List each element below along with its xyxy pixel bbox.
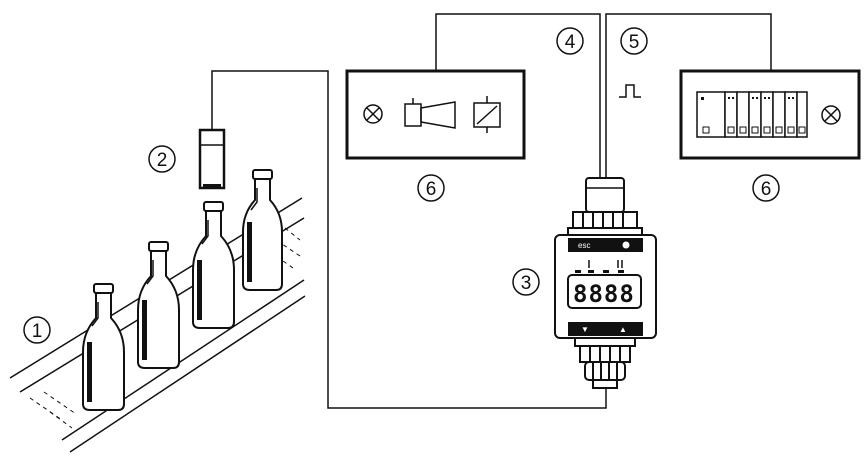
callout-5: 5 xyxy=(620,27,648,55)
callout-2: 2 xyxy=(148,145,176,173)
callout-6-right: 6 xyxy=(752,174,780,202)
lamp-icon xyxy=(363,104,383,124)
sensor-display-device: esc 8888 ▼ ▲ xyxy=(554,177,657,389)
callout-1: 1 xyxy=(23,316,51,344)
svg-text:4: 4 xyxy=(565,32,576,53)
callout-4: 4 xyxy=(556,27,584,55)
pulse-signal-icon xyxy=(619,84,641,98)
svg-text:5: 5 xyxy=(629,32,640,53)
status-indicators xyxy=(575,260,624,273)
lcd-display xyxy=(567,274,642,309)
lamp-icon xyxy=(821,105,841,125)
svg-text:1: 1 xyxy=(32,321,43,342)
wiring xyxy=(211,13,772,409)
svg-text:2: 2 xyxy=(157,150,168,171)
callout-3: 3 xyxy=(512,268,540,296)
callout-6-left: 6 xyxy=(417,174,445,202)
horn-icon xyxy=(404,98,456,129)
bottles xyxy=(82,169,283,411)
relay-icon xyxy=(473,96,501,133)
svg-text:6: 6 xyxy=(426,179,437,200)
up-button-label: ▲ xyxy=(619,325,627,334)
plc-icon xyxy=(696,91,808,138)
display-readout: 8888 xyxy=(573,280,635,308)
esc-button-label: esc xyxy=(578,241,590,250)
bottle xyxy=(82,283,125,411)
enter-button xyxy=(622,241,630,249)
bottle xyxy=(192,201,235,329)
down-button-label: ▼ xyxy=(581,325,589,334)
left-output-box xyxy=(345,69,526,160)
bottle xyxy=(137,241,180,369)
sensor xyxy=(198,128,226,190)
svg-text:6: 6 xyxy=(761,179,772,200)
right-output-box xyxy=(679,69,861,160)
svg-text:3: 3 xyxy=(521,273,532,294)
bottle xyxy=(242,169,283,291)
